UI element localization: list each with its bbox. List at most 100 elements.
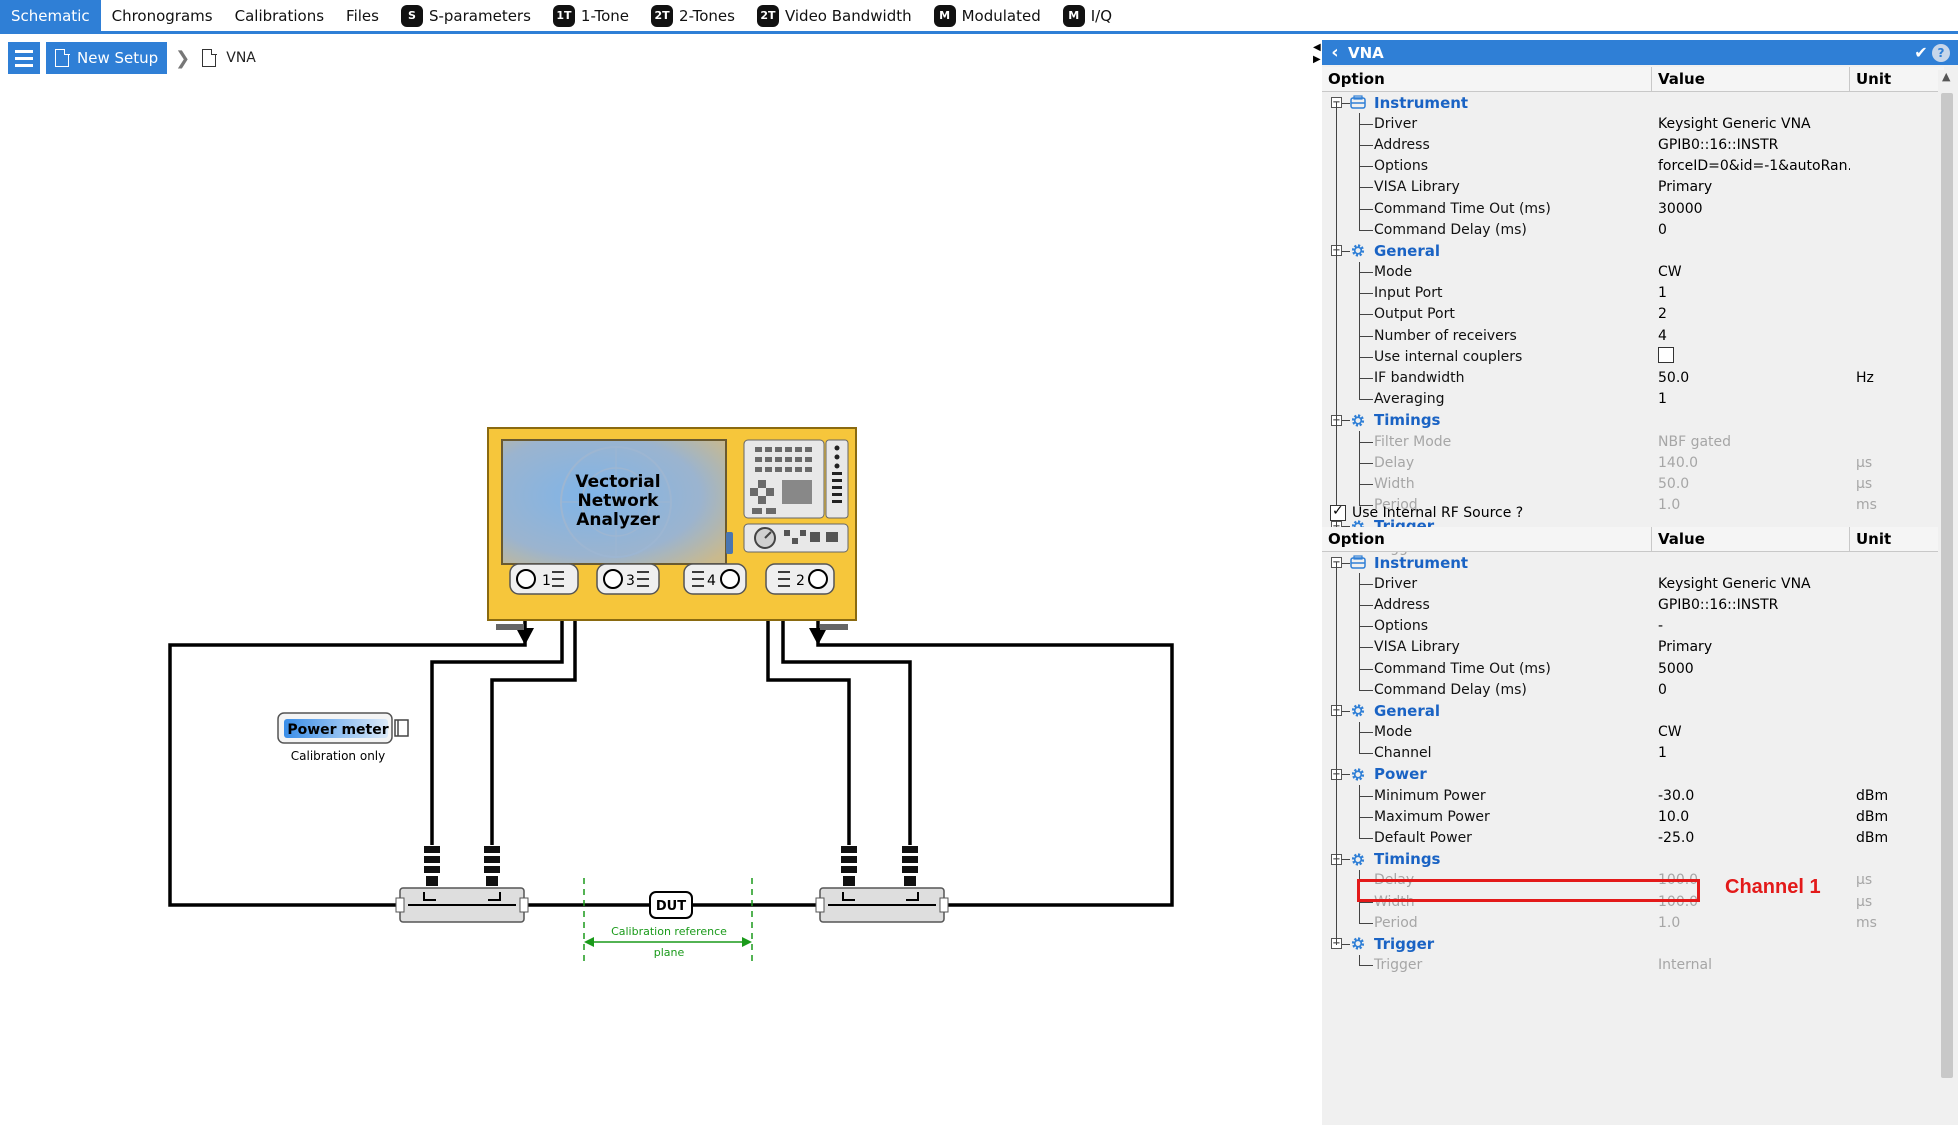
breadcrumb-current[interactable]: VNA bbox=[198, 48, 256, 67]
option-value[interactable]: CW bbox=[1658, 724, 1682, 741]
option-value[interactable]: GPIB0::16::INSTR bbox=[1658, 596, 1779, 613]
option-value[interactable]: 50.0 bbox=[1658, 370, 1690, 387]
chevron-left-icon[interactable]: ‹ bbox=[1331, 42, 1339, 63]
option-value[interactable]: Primary bbox=[1658, 639, 1713, 656]
breadcrumb-new-setup[interactable]: New Setup bbox=[46, 42, 168, 74]
dut-block[interactable]: DUT bbox=[649, 891, 693, 919]
hamburger-menu-button[interactable] bbox=[8, 42, 40, 74]
option-value[interactable]: 4 bbox=[1658, 327, 1667, 344]
checkmark-icon[interactable]: ✔ bbox=[1914, 43, 1928, 62]
option-group-row[interactable]: −General bbox=[1322, 700, 1944, 722]
option-value[interactable]: -25.0 bbox=[1658, 830, 1695, 847]
power-meter[interactable]: Power meter Calibration only bbox=[277, 712, 409, 763]
left-coupler[interactable] bbox=[395, 846, 529, 923]
port-1[interactable]: 1 bbox=[509, 563, 579, 595]
tab-files[interactable]: Files bbox=[335, 0, 390, 31]
scroll-up-arrow[interactable]: ▲ bbox=[1942, 70, 1951, 83]
port-3[interactable]: 3 bbox=[596, 563, 660, 595]
option-row[interactable]: Command Time Out (ms)5000 bbox=[1322, 657, 1944, 680]
option-value[interactable]: 0 bbox=[1658, 681, 1667, 698]
option-value[interactable]: -30.0 bbox=[1658, 787, 1695, 804]
option-group-row[interactable]: −Timings bbox=[1322, 848, 1944, 870]
cal-plane-label-line1: Calibration reference bbox=[611, 925, 727, 938]
option-value[interactable]: 30000 bbox=[1658, 200, 1703, 217]
port-2[interactable]: 2 bbox=[765, 563, 835, 595]
option-value[interactable]: 0 bbox=[1658, 221, 1667, 238]
option-value[interactable]: 1 bbox=[1658, 391, 1667, 408]
option-value[interactable]: Internal bbox=[1658, 957, 1712, 974]
option-value[interactable]: 50.0 bbox=[1658, 475, 1690, 492]
option-value[interactable]: 1 bbox=[1658, 285, 1667, 302]
option-value[interactable]: Keysight Generic VNA bbox=[1658, 575, 1811, 592]
option-checkbox[interactable] bbox=[1658, 346, 1674, 363]
option-row[interactable]: Command Delay (ms)0 bbox=[1322, 679, 1944, 701]
help-icon[interactable]: ? bbox=[1932, 43, 1950, 62]
rf-source-checkbox[interactable] bbox=[1330, 503, 1346, 521]
option-group-row[interactable]: −Instrument bbox=[1322, 92, 1944, 114]
collapse-panel-arrows[interactable]: ◀▶ bbox=[1313, 42, 1321, 65]
option-group-row[interactable]: −Power bbox=[1322, 763, 1944, 786]
option-group-row[interactable]: −Timings bbox=[1322, 409, 1944, 431]
option-group-row[interactable]: −Trigger bbox=[1322, 933, 1944, 954]
option-row[interactable]: Command Delay (ms)0 bbox=[1322, 219, 1944, 241]
option-value[interactable] bbox=[1652, 346, 1850, 367]
option-value[interactable]: 140.0 bbox=[1658, 454, 1699, 471]
use-internal-rf-source[interactable]: Use Internal RF Source ? bbox=[1330, 503, 1523, 521]
tab-chronograms[interactable]: Chronograms bbox=[101, 0, 224, 31]
right-coupler[interactable] bbox=[815, 846, 949, 923]
option-value[interactable]: 1.0 bbox=[1658, 497, 1681, 514]
option-value[interactable]: 2 bbox=[1658, 306, 1667, 323]
option-value[interactable]: 5000 bbox=[1658, 660, 1694, 677]
tab-calibrations[interactable]: Calibrations bbox=[224, 0, 335, 31]
tab-schematic[interactable]: Schematic bbox=[0, 0, 101, 31]
option-value[interactable]: NBF gated bbox=[1658, 433, 1732, 450]
option-value[interactable]: forceID=0&id=-1&autoRan... bbox=[1658, 158, 1850, 175]
option-value[interactable]: 1 bbox=[1658, 745, 1667, 762]
port-4[interactable]: 4 bbox=[683, 563, 747, 595]
option-row[interactable]: Use internal couplers bbox=[1322, 346, 1944, 368]
option-value[interactable]: - bbox=[1658, 618, 1664, 635]
option-value[interactable]: Keysight Generic VNA bbox=[1658, 115, 1811, 132]
panel-scrollbar-thumb[interactable] bbox=[1941, 93, 1953, 1078]
option-row[interactable]: Options- bbox=[1322, 615, 1944, 637]
option-value[interactable]: 10.0 bbox=[1658, 808, 1690, 825]
option-value[interactable]: GPIB0::16::INSTR bbox=[1658, 136, 1779, 153]
option-group-row[interactable]: −Instrument bbox=[1322, 552, 1944, 574]
option-value[interactable]: 1.0 bbox=[1658, 914, 1681, 931]
option-row[interactable]: Command Time Out (ms)30000 bbox=[1322, 197, 1944, 220]
option-value[interactable]: Primary bbox=[1658, 179, 1713, 196]
option-value[interactable]: CW bbox=[1658, 264, 1682, 281]
option-group-row[interactable]: −General bbox=[1322, 240, 1944, 262]
vna-instrument[interactable]: Vectorial Network Analyzer 1 bbox=[487, 427, 857, 630]
